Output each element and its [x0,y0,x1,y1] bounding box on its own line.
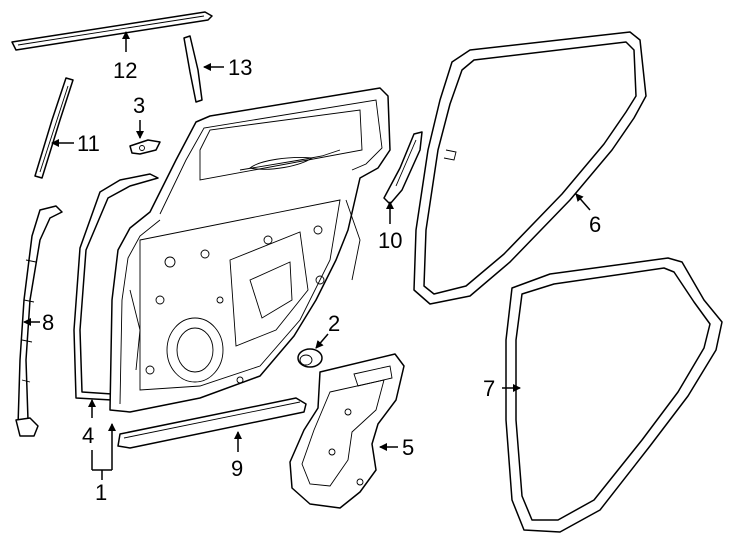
door-weatherstrip [413,31,647,305]
outer-weatherstrip [73,173,159,401]
callout-7: 7 [483,376,495,401]
inner-panel [129,199,361,391]
callout-6: 6 [589,212,601,237]
callout-8: 8 [42,310,54,335]
lower-molding [117,397,307,449]
grommet [297,348,323,368]
clip [129,139,161,155]
front-applique [34,77,74,179]
belt-molding [11,11,213,51]
door-shell [109,87,391,413]
callout-1: 1 [95,480,107,505]
access-hole-cover [289,353,405,509]
callout-3: 3 [133,93,145,118]
callout-5: 5 [402,435,414,460]
callout-2: 2 [328,311,340,336]
front-channel [15,205,63,437]
callout-labels: 12 13 3 11 10 6 2 8 7 5 9 4 1 [42,55,601,505]
callout-9: 9 [231,456,243,481]
body-weatherstrip [505,257,723,533]
rear-channel-seal [383,131,423,205]
leader-lines [23,31,591,480]
callout-13: 13 [228,55,252,80]
rear-applique [183,35,203,103]
callout-4: 4 [82,423,94,448]
callout-11: 11 [77,131,100,156]
callout-12: 12 [113,58,137,83]
callout-10: 10 [378,228,402,253]
